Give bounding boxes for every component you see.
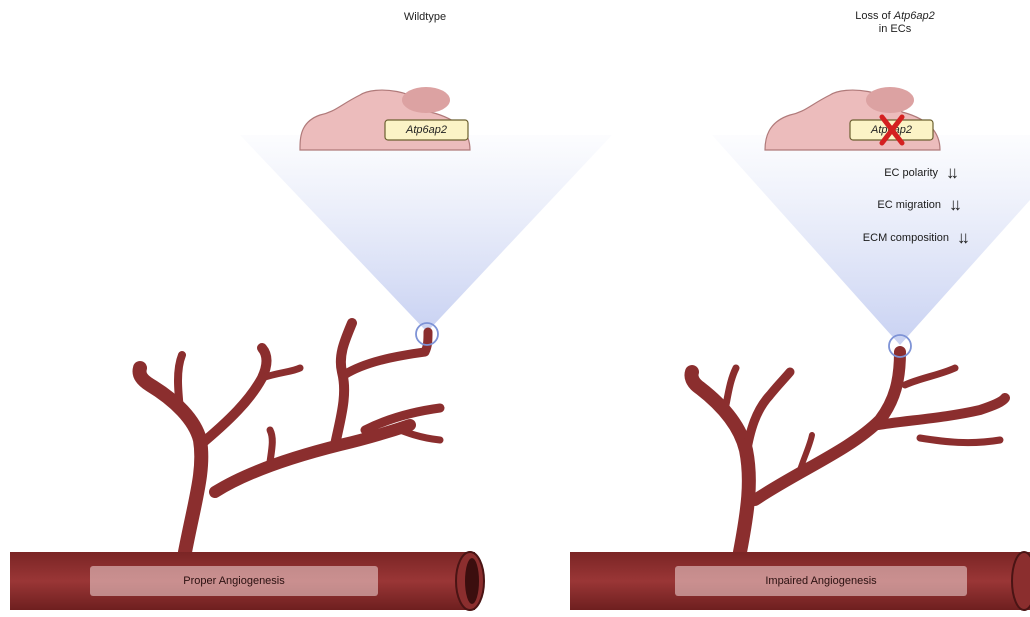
effect-ec-migration: EC migration ↓↓ — [877, 195, 958, 215]
double-down-arrow-icon: ↓↓ — [957, 228, 966, 248]
effect-ec-polarity: EC polarity ↓↓ — [884, 163, 955, 183]
vessel-branches — [139, 323, 440, 552]
double-down-arrow-icon: ↓↓ — [946, 163, 955, 183]
wildtype-title: Wildtype — [370, 11, 480, 24]
knockout-title-prefix: Loss of — [855, 10, 890, 22]
effect-ecm-composition: ECM composition ↓↓ — [863, 228, 966, 248]
wildtype-panel — [10, 87, 612, 610]
knockout-x-icon — [877, 113, 907, 147]
impaired-angiogenesis-label: Impaired Angiogenesis — [675, 566, 967, 596]
effect-label: EC migration — [877, 199, 941, 211]
vessel-opening — [1012, 552, 1030, 610]
wildtype-gene-label: Atp6ap2 — [385, 121, 468, 139]
nucleus — [402, 87, 450, 113]
knockout-title-gene: Atp6ap2 — [894, 10, 935, 22]
knockout-panel — [570, 87, 1030, 610]
nucleus — [866, 87, 914, 113]
double-down-arrow-icon: ↓↓ — [949, 195, 958, 215]
knockout-title: Loss of Atp6ap2 in ECs — [820, 10, 970, 36]
vessel-branches — [691, 352, 1005, 552]
knockout-title-suffix: in ECs — [879, 23, 911, 35]
effect-label: EC polarity — [884, 167, 938, 179]
effect-label: ECM composition — [863, 232, 949, 244]
vessel-lumen — [465, 558, 479, 604]
magnification-cone — [240, 135, 612, 332]
proper-angiogenesis-label: Proper Angiogenesis — [90, 566, 378, 596]
